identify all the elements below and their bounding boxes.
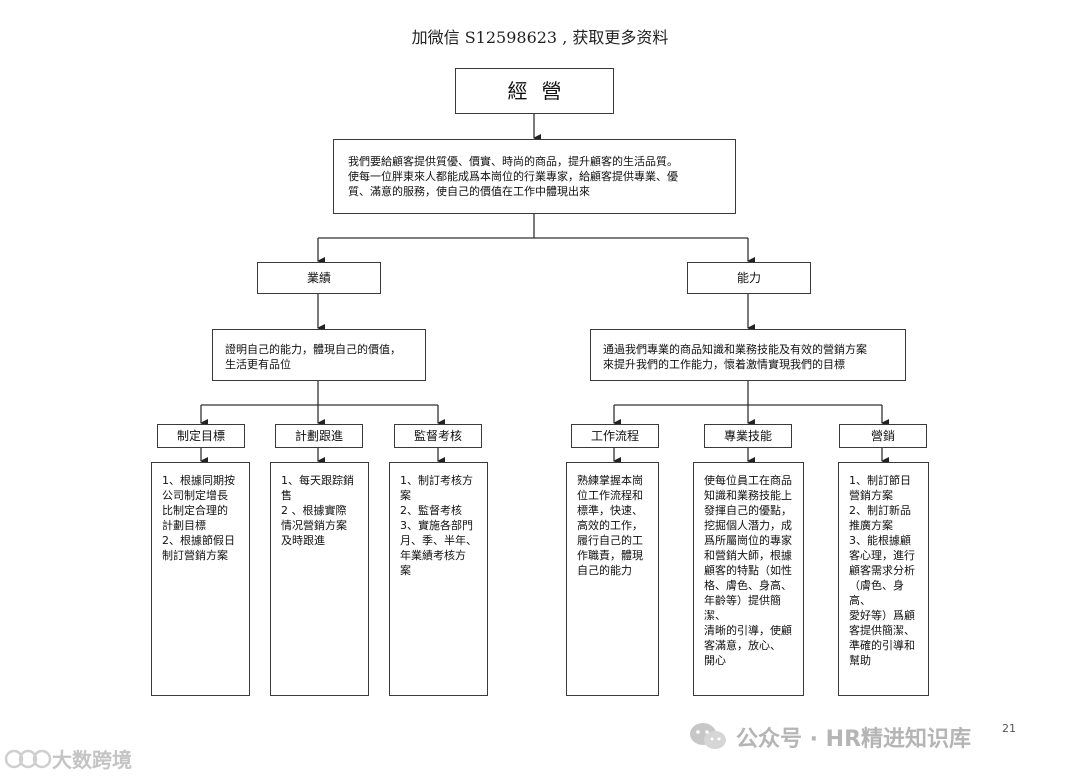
node-supervise-assess: 監督考核: [394, 424, 482, 448]
leaf-workflow-detail: 熟練掌握本崗 位工作流程和 標準，快速、 高效的工作， 履行自己的工 作職責，體…: [566, 462, 659, 696]
leaf-plan-follow-up-detail: 1、每天跟踪銷 售 2 、根據實際 情况營銷方案 及時跟進: [270, 462, 369, 696]
branch-performance-description: 證明自己的能力，體現自己的價值， 生活更有品位: [212, 329, 426, 381]
page-banner: 加微信 S12598623 , 获取更多资料: [411, 28, 669, 47]
node-workflow: 工作流程: [571, 424, 659, 448]
node-professional-skills: 專業技能: [704, 424, 792, 448]
root-node: 經營: [455, 68, 614, 114]
logo-icon: [4, 745, 52, 773]
page-number: 21: [1002, 722, 1016, 735]
branch-ability-description: 通過我們專業的商品知識和業務技能及有效的營銷方案 來提升我們的工作能力，懷着激情…: [590, 329, 906, 381]
node-set-targets: 制定目標: [157, 424, 245, 448]
branch-performance-node: 業績: [257, 262, 381, 294]
branch-ability-node: 能力: [687, 262, 811, 294]
wechat-watermark-text: 公众号 · HR精进知识库: [736, 727, 972, 752]
logo-watermark-text: 大数跨境: [52, 748, 132, 772]
node-plan-follow-up: 計劃跟進: [275, 424, 363, 448]
mission-node: 我們要給顧客提供質優、價實、時尚的商品，提升顧客的生活品質。 使每一位胖東來人都…: [333, 139, 736, 214]
leaf-set-targets-detail: 1、根據同期按 公司制定增長 比制定合理的 計劃目標 2、根據節假日 制訂營銷方…: [151, 462, 250, 696]
node-marketing: 營銷: [839, 424, 927, 448]
logo-watermark: 大数跨境: [4, 744, 132, 773]
leaf-marketing-detail: 1、制訂節日 營銷方案 2、制訂新品 推廣方案 3、能根據顧 客心理，進行 顧客…: [838, 462, 929, 696]
wechat-icon: [688, 720, 728, 754]
leaf-professional-skills-detail: 使每位員工在商品 知識和業務技能上 發揮自己的優點， 挖掘個人潛力，成 爲所屬崗…: [693, 462, 804, 696]
leaf-supervise-assess-detail: 1、制訂考核方 案 2、監督考核 3、實施各部門 月、季、半年、 年業績考核方 …: [389, 462, 488, 696]
wechat-watermark: 公众号 · HR精进知识库: [688, 720, 971, 754]
